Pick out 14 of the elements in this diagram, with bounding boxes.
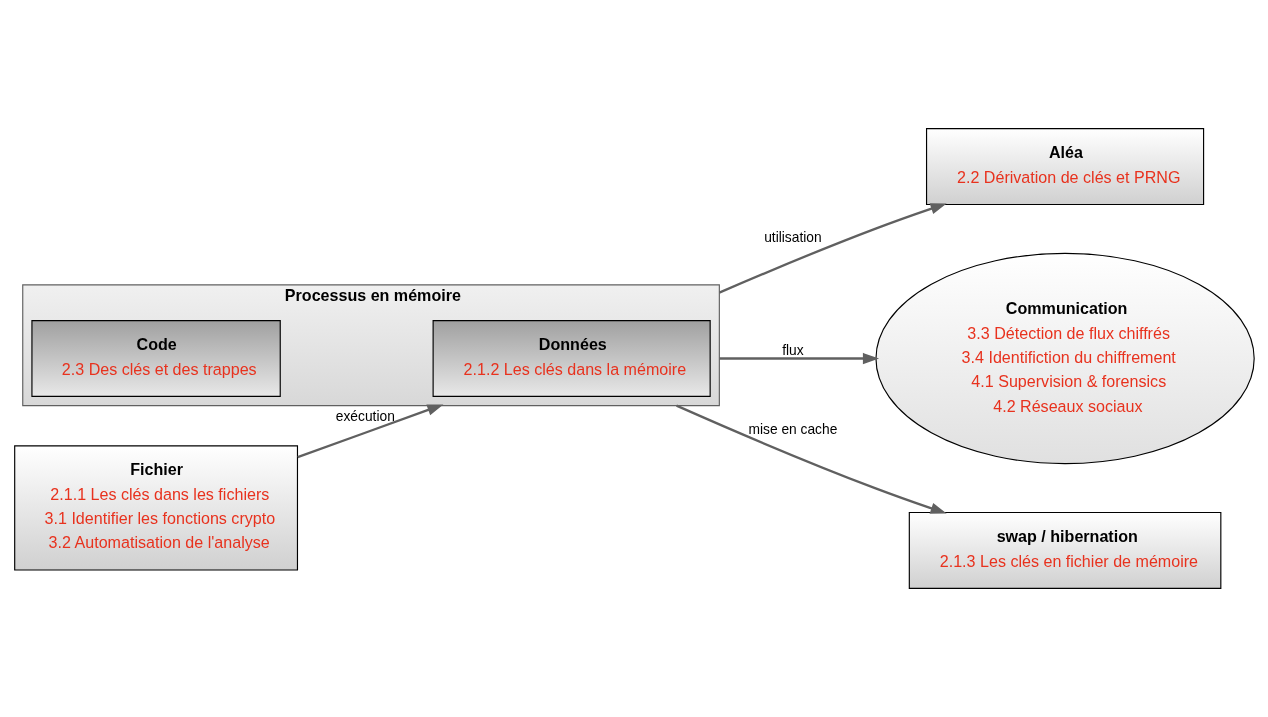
node-box: Données 2.1.2 Les clés dans la mémoire (432, 320, 711, 397)
arrow (719, 352, 880, 365)
edge-label: mise en cache (748, 421, 838, 437)
arrow (718, 203, 947, 294)
node-box: Fichier 2.1.1 Les clés dans les fichiers 3.1 Identifier les fonctions crypto 3.2 Automatisation de l'analyse (14, 445, 299, 571)
node-box: Aléa 2.2 Dérivation de clés et PRNG (926, 128, 1205, 206)
edge-label: exécution (335, 409, 395, 425)
edge-label: utilisation (764, 229, 822, 245)
arrow (676, 404, 947, 514)
edge-label: flux (782, 342, 804, 358)
node-box: Code 2.3 Des clés et des trappes (31, 320, 281, 397)
arrow (297, 404, 444, 459)
node-box: swap / hibernation 2.1.3 Les clés en fichier de mémoire (908, 511, 1222, 589)
node-ellipse: Communication 3.3 Détection de flux chiffrés 3.4 Identifiction du chiffrement 4.1 Supervision & forensics 4.2 Réseaux sociaux (875, 252, 1255, 465)
